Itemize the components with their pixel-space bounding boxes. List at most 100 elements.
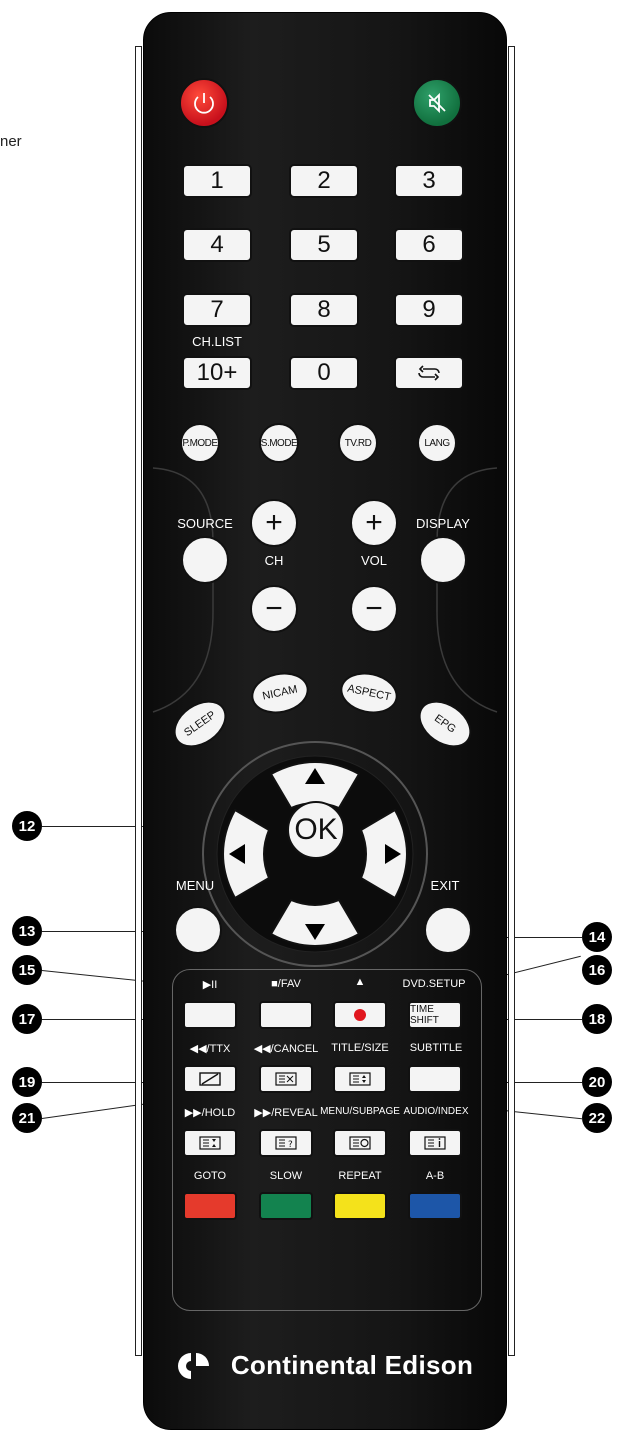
- callout-12: 12: [12, 811, 42, 841]
- prev-ttx-label: ◀◀/TTX: [189, 1043, 231, 1055]
- audio-index-label: AUDIO/INDEX: [403, 1106, 469, 1117]
- recall-button[interactable]: [394, 356, 464, 390]
- key-0[interactable]: 0: [289, 356, 359, 390]
- callout-line-19: [42, 1082, 192, 1084]
- green-key[interactable]: [259, 1192, 313, 1220]
- callout-18: 18: [582, 1004, 612, 1034]
- left-rail: [135, 46, 142, 1356]
- ok-button[interactable]: OK: [287, 801, 345, 859]
- menu-button[interactable]: [174, 906, 222, 954]
- callout-17: 17: [12, 1004, 42, 1034]
- key-2[interactable]: 2: [289, 164, 359, 198]
- cancel-button[interactable]: [259, 1065, 313, 1093]
- key-6[interactable]: 6: [394, 228, 464, 262]
- rew-cancel-label: ◀◀/CANCEL: [253, 1043, 319, 1055]
- reveal-button[interactable]: ?: [259, 1129, 313, 1157]
- title-size-label: TITLE/SIZE: [331, 1042, 389, 1054]
- hold-button[interactable]: [183, 1129, 237, 1157]
- index-button[interactable]: [408, 1129, 462, 1157]
- key-7[interactable]: 7: [182, 293, 252, 327]
- dpad-down: [269, 898, 361, 947]
- record-icon: [354, 1009, 366, 1021]
- mute-button[interactable]: [412, 78, 462, 128]
- up-arrow-icon: [305, 768, 325, 784]
- power-icon: [194, 93, 214, 114]
- callout-line-20: [465, 1082, 582, 1084]
- side-text: ner: [0, 133, 22, 150]
- recall-icon: [418, 365, 440, 381]
- ch-down-button[interactable]: −: [250, 585, 298, 633]
- display-label: DISPLAY: [416, 516, 470, 531]
- key-3[interactable]: 3: [394, 164, 464, 198]
- callout-20: 20: [582, 1067, 612, 1097]
- yellow-key[interactable]: [333, 1192, 387, 1220]
- key-5[interactable]: 5: [289, 228, 359, 262]
- subtitle-label: SUBTITLE: [409, 1042, 463, 1054]
- index-icon: [424, 1136, 446, 1150]
- slow-label: SLOW: [269, 1170, 303, 1182]
- smode-button[interactable]: S.MODE: [259, 423, 299, 463]
- right-arrow-icon: [385, 844, 401, 864]
- key-10-plus[interactable]: 10+: [182, 356, 252, 390]
- ff-reveal-label: ▶▶/REVEAL: [254, 1107, 318, 1119]
- ttx-button[interactable]: [183, 1065, 237, 1093]
- vol-label: VOL: [360, 553, 387, 568]
- repeat-label: REPEAT: [338, 1170, 382, 1182]
- hold-icon: [199, 1136, 221, 1150]
- right-rail: [508, 46, 515, 1356]
- stop-fav-button[interactable]: [259, 1001, 313, 1029]
- source-button[interactable]: [181, 536, 229, 584]
- callout-14: 14: [582, 922, 612, 952]
- key-8[interactable]: 8: [289, 293, 359, 327]
- callout-line-12: [42, 826, 199, 828]
- menu-subpage-label: MENU/SUBPAGE: [320, 1106, 400, 1117]
- key-4[interactable]: 4: [182, 228, 252, 262]
- continental-edison-logo-icon: [177, 1352, 209, 1379]
- key-1[interactable]: 1: [182, 164, 252, 198]
- goto-label: GOTO: [193, 1170, 227, 1182]
- callout-13: 13: [12, 916, 42, 946]
- subtitle-button[interactable]: [408, 1065, 462, 1093]
- exit-label: EXIT: [430, 878, 460, 893]
- svg-text:?: ?: [288, 1140, 293, 1150]
- ch-up-button[interactable]: +: [250, 499, 298, 547]
- subpage-button[interactable]: [333, 1129, 387, 1157]
- remote-control: 1 2 3 4 5 6 7 8 9 CH.LIST 10+ 0 P.MODE S…: [135, 12, 515, 1430]
- vol-down-button[interactable]: −: [350, 585, 398, 633]
- size-button[interactable]: [333, 1065, 387, 1093]
- callout-19: 19: [12, 1067, 42, 1097]
- play-pause-button[interactable]: [183, 1001, 237, 1029]
- display-button[interactable]: [419, 536, 467, 584]
- exit-button[interactable]: [424, 906, 472, 954]
- size-icon: [349, 1072, 371, 1086]
- dvd-setup-label: DVD.SETUP: [402, 978, 466, 990]
- red-key[interactable]: [183, 1192, 237, 1220]
- source-label: SOURCE: [177, 516, 233, 531]
- play-pause-label: ▶II: [202, 979, 218, 991]
- vol-up-button[interactable]: +: [350, 499, 398, 547]
- callout-line-17: [42, 1019, 192, 1021]
- record-button[interactable]: [333, 1001, 387, 1029]
- power-button[interactable]: [179, 78, 229, 128]
- time-shift-button[interactable]: TIME SHIFT: [408, 1001, 462, 1029]
- left-arrow-icon: [229, 844, 245, 864]
- key-9[interactable]: 9: [394, 293, 464, 327]
- down-arrow-icon: [305, 924, 325, 940]
- next-hold-label: ▶▶/HOLD: [184, 1107, 236, 1119]
- callout-15: 15: [12, 955, 42, 985]
- brand-name: Continental Edison: [230, 1350, 474, 1380]
- brand-logo: Continental Edison: [160, 1350, 490, 1381]
- lang-button[interactable]: LANG: [417, 423, 457, 463]
- ch-label: CH: [264, 553, 284, 568]
- cancel-icon: [275, 1072, 297, 1086]
- eject-label: ▲: [354, 976, 366, 988]
- dpad-left: [222, 808, 271, 900]
- callout-line-13: [42, 931, 192, 933]
- blue-key[interactable]: [408, 1192, 462, 1220]
- reveal-icon: ?: [275, 1136, 297, 1150]
- pmode-button[interactable]: P.MODE: [180, 423, 220, 463]
- mute-icon: [428, 92, 446, 114]
- callout-21: 21: [12, 1103, 42, 1133]
- callout-22: 22: [582, 1103, 612, 1133]
- tvrd-button[interactable]: TV.RD: [338, 423, 378, 463]
